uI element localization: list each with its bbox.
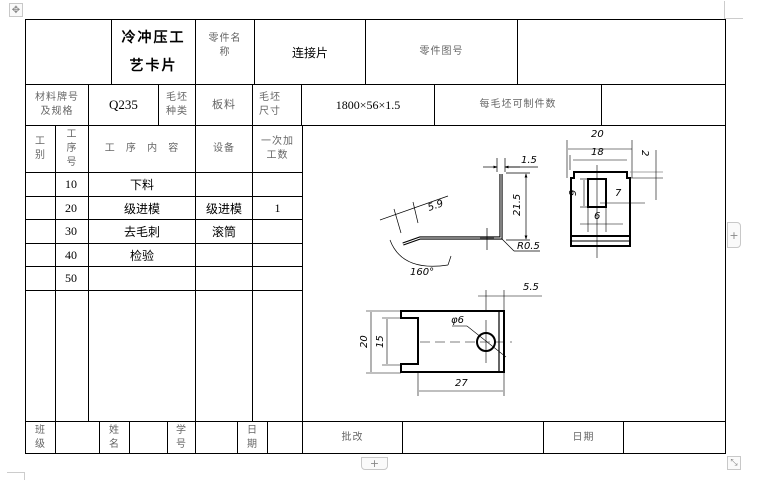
dim-step-label: 2: [639, 150, 650, 156]
row-equipment[interactable]: [196, 244, 252, 266]
plus-icon: +: [369, 457, 380, 470]
review-date-label: 日期: [572, 431, 595, 443]
row-content[interactable]: [89, 267, 195, 290]
row-content[interactable]: 去毛刺: [123, 225, 160, 239]
header-equipment: 设备: [213, 143, 235, 154]
row-equipment[interactable]: [196, 267, 252, 290]
row-batch[interactable]: [253, 220, 302, 243]
row-seq[interactable]: 20: [65, 200, 77, 215]
row-seq[interactable]: 30: [65, 224, 77, 238]
header-batch-qty: 一次加 工数: [261, 136, 294, 161]
dim-edge-offset-label: 5.5: [523, 282, 539, 293]
dim-height-label: 21.5: [512, 194, 523, 216]
row-type[interactable]: [26, 220, 55, 243]
add-column-button[interactable]: +: [727, 222, 741, 248]
end-view: [566, 140, 663, 258]
row-type[interactable]: [26, 197, 55, 219]
header-process-content: 工 序 内 容: [104, 143, 180, 154]
review-label: 批改: [341, 431, 364, 443]
part-drawing: 1.5 21.5 5.9 160° R0.5 20 18 2 9 7 6 5.5…: [359, 129, 663, 396]
dim-slot-offset-label: 7: [615, 188, 622, 199]
row-batch[interactable]: [253, 173, 302, 196]
plus-icon: +: [729, 228, 739, 242]
review-date-value[interactable]: [624, 422, 725, 453]
date-value[interactable]: [268, 422, 302, 453]
material-grade-value[interactable]: Q235: [109, 97, 138, 112]
part-name-value[interactable]: 连接片: [291, 45, 328, 60]
row-seq[interactable]: 50: [65, 271, 77, 285]
row-equipment[interactable]: 滚筒: [211, 225, 236, 239]
header-process-seq: 工 序 号: [66, 129, 78, 168]
card-title: 冷冲压工 艺卡片: [121, 30, 186, 74]
dim-radius-label: R0.5: [517, 241, 540, 252]
dim-inner-width-label: 18: [591, 147, 604, 158]
dim-hole-label: φ6: [451, 315, 464, 326]
add-row-button[interactable]: +: [361, 457, 388, 470]
name-label: 姓 名: [109, 424, 120, 450]
date-label: 日 期: [247, 424, 258, 450]
class-value[interactable]: [56, 422, 99, 453]
row-batch[interactable]: [253, 267, 302, 290]
dim-total-width-label: 20: [591, 129, 604, 140]
blank-size-value[interactable]: 1800×56×1.5: [335, 97, 401, 112]
row-seq[interactable]: 40: [65, 247, 77, 262]
name-value[interactable]: [130, 422, 167, 453]
top-view: [366, 290, 542, 396]
row-type[interactable]: [26, 173, 55, 196]
row-batch[interactable]: 1: [274, 200, 281, 215]
review-value[interactable]: [403, 422, 543, 453]
student-id-label: 学 号: [176, 424, 187, 450]
dim-width-label: 20: [359, 335, 370, 348]
dim-slot-width-label: 6: [594, 211, 600, 222]
resize-icon: ⤡: [730, 458, 738, 468]
row-seq[interactable]: 10: [65, 177, 77, 191]
row-type[interactable]: [26, 244, 55, 266]
row-type[interactable]: [26, 267, 55, 290]
parts-per-blank-label: 每毛坯可制件数: [479, 99, 557, 110]
dim-flange-label: 5.9: [426, 198, 445, 214]
header-process-type: 工 别: [35, 136, 46, 161]
blank-type-label: 毛坯 种类: [166, 92, 188, 117]
part-number-value[interactable]: [518, 20, 725, 84]
row-equipment[interactable]: 级进模: [205, 201, 242, 216]
part-name-label: 零件名 称: [208, 33, 242, 58]
part-number-label: 零件图号: [419, 46, 464, 57]
class-label: 班 级: [35, 424, 46, 450]
student-id-value[interactable]: [196, 422, 237, 453]
material-grade-label: 材料牌号 及规格: [35, 92, 79, 117]
move-icon: ✥: [11, 4, 21, 16]
row-equipment[interactable]: [196, 173, 252, 196]
row-content[interactable]: 检验: [129, 248, 154, 263]
side-view: [379, 158, 540, 267]
dim-slot-height-label: 9: [568, 190, 579, 196]
blank-type-value[interactable]: 板料: [212, 98, 236, 111]
corner-mark-bottom-left: [7, 472, 25, 480]
dim-length-label: 27: [455, 378, 468, 389]
row-content[interactable]: 级进模: [123, 201, 160, 216]
table-move-handle[interactable]: ✥: [9, 3, 23, 17]
logo-cell[interactable]: [26, 20, 111, 84]
row-content[interactable]: 下料: [129, 178, 154, 192]
corner-mark-top-right: [724, 1, 743, 19]
blank-size-label: 毛坯 尺寸: [259, 92, 281, 117]
dim-angle-label: 160°: [410, 267, 434, 278]
dim-notch-label: 15: [375, 335, 386, 348]
table-resize-handle[interactable]: ⤡: [727, 456, 741, 470]
row-batch[interactable]: [253, 244, 302, 266]
dim-thickness-label: 1.5: [521, 155, 537, 166]
parts-per-blank-value[interactable]: [602, 85, 725, 125]
